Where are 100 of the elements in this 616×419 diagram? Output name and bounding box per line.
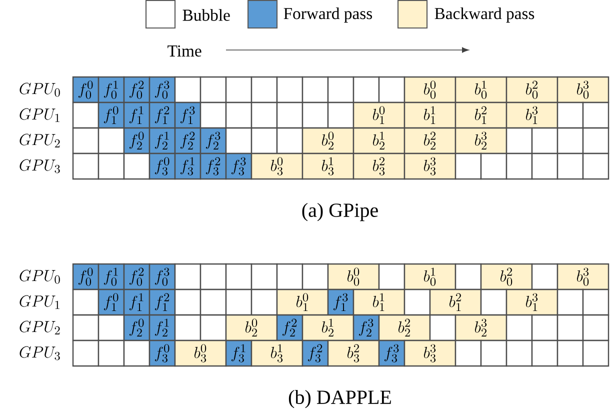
backward-pass-cell: $b_1^1$	[352, 288, 406, 316]
bubble-cell	[378, 263, 406, 290]
forward-pass-cell: $f_3^3$	[378, 340, 406, 367]
backward-pass-cell: $b_3^2$	[327, 340, 380, 367]
backward-pass-cell: $b_1^3$	[506, 288, 558, 316]
forward-pass-cell: $f_1^0$	[98, 288, 125, 316]
backward-pass-cell: $b_2^3$	[454, 127, 508, 154]
row-label: $GPU_1$	[20, 108, 60, 122]
row-label: $GPU_3$	[20, 159, 60, 174]
bubble-cell	[327, 76, 354, 104]
bubble-cell	[98, 152, 125, 180]
legend-label: Bubble	[182, 9, 230, 21]
time-label: Time	[168, 45, 202, 57]
bubble-cell	[174, 263, 202, 290]
forward-pass-cell: $f_2^0$	[123, 314, 150, 342]
bubble-cell	[302, 76, 329, 104]
bubble-cell	[123, 340, 150, 367]
bubble-cell	[404, 288, 431, 316]
forward-pass-cell: $f_1^3$	[327, 288, 354, 316]
backward-pass-cell: $b_3^0$	[174, 340, 227, 367]
bubble-cell	[454, 263, 482, 290]
backward-pass-cell: $b_0^3$	[556, 263, 610, 290]
bubble-cell	[506, 314, 533, 342]
bubble-cell	[225, 102, 252, 129]
backward-pass-cell: $b_1^0$	[276, 288, 329, 316]
forward-pass-cell: $f_2^0$	[123, 127, 150, 154]
bubble-cell	[531, 314, 558, 342]
bubble-cell	[72, 314, 100, 342]
backward-pass-cell: $b_2^2$	[404, 127, 456, 154]
row-label: $GPU_1$	[20, 295, 60, 309]
bubble-cell	[429, 314, 456, 342]
forward-pass-cell: $f_1^2$	[148, 102, 176, 129]
bubble-cell	[200, 263, 227, 290]
backward-pass-cell: $b_1^2$	[454, 102, 508, 129]
forward-pass-cell: $f_0^0$	[72, 263, 100, 290]
bubble-cell	[582, 152, 610, 180]
bubble-cell	[556, 102, 584, 129]
backward-pass-cell: $b_3^2$	[352, 152, 406, 180]
bubble-cell	[174, 314, 202, 342]
bubble-cell	[72, 340, 100, 367]
row-label: $GPU_3$	[20, 346, 60, 360]
bubble-cell	[582, 288, 610, 316]
bubble-cell	[327, 102, 354, 129]
bubble-cell	[556, 314, 584, 342]
bubble-cell	[582, 127, 610, 154]
bubble-cell	[250, 263, 278, 290]
backward-pass-cell: $b_0^2$	[480, 263, 533, 290]
backward-pass-cell: $b_2^2$	[378, 314, 431, 342]
forward-pass-cell: $f_1^3$	[174, 102, 202, 129]
row-label: $GPU_2$	[20, 134, 60, 148]
bubble-cell	[531, 263, 558, 290]
forward-pass-cell: $f_0^1$	[98, 76, 125, 104]
backward-pass-cell: $b_1^3$	[506, 102, 558, 129]
forward-pass-cell: $f_1^2$	[148, 288, 176, 316]
caption: (b) DAPPLE	[288, 390, 391, 408]
forward-pass-cell: $f_0^0$	[72, 76, 100, 104]
caption: (a) GPipe	[302, 202, 378, 222]
legend-label: Forward pass	[284, 7, 372, 23]
bubble-cell	[72, 152, 100, 180]
backward-pass-cell: $b_0^0$	[404, 76, 456, 104]
bubble-cell	[276, 127, 304, 154]
forward-pass-cell: $f_3^1$	[225, 340, 252, 367]
forward-pass-cell: $f_0^1$	[98, 263, 125, 290]
forward-pass-cell: $f_1^1$	[123, 102, 150, 129]
bubble-cell	[531, 340, 558, 367]
backward-pass-cell: $b_2^0$	[302, 127, 354, 154]
bubble-cell	[454, 152, 482, 180]
bubble-cell	[556, 127, 584, 154]
bubble-cell	[225, 127, 252, 154]
bubble-cell	[123, 152, 150, 180]
backward-pass-cell: $b_3^3$	[404, 152, 456, 180]
forward-pass-cell: $f_2^1$	[148, 314, 176, 342]
bubble-cell	[250, 102, 278, 129]
bubble-cell	[352, 76, 380, 104]
bubble-cell	[480, 288, 508, 316]
forward-pass-cell: $f_0^2$	[123, 76, 150, 104]
forward-pass-cell: $f_2^2$	[174, 127, 202, 154]
backward-pass-cell: $b_2^1$	[302, 314, 354, 342]
bubble-cell	[302, 102, 329, 129]
forward-pass-cell: $f_3^2$	[200, 152, 227, 180]
legend-label: Backward pass	[434, 7, 534, 23]
forward-pass-cell: $f_1^0$	[98, 102, 125, 129]
backward-pass-cell: $b_1^2$	[429, 288, 482, 316]
forward-pass-cell: $f_1^1$	[123, 288, 150, 316]
bubble-cell	[556, 288, 584, 316]
bubble-cell	[506, 340, 533, 367]
bubble-cell	[506, 152, 533, 180]
bubble-cell	[200, 76, 227, 104]
bubble-cell	[225, 288, 252, 316]
forward-pass-cell: $f_2^2$	[276, 314, 304, 342]
backward-pass-cell: $b_0^1$	[404, 263, 456, 290]
bubble-cell	[582, 102, 610, 129]
bubble-cell	[582, 314, 610, 342]
row-label: $GPU_2$	[20, 320, 60, 334]
bubble-cell	[276, 102, 304, 129]
backward-pass-cell: $b_0^3$	[556, 76, 610, 104]
row-label: $GPU_0$	[20, 82, 60, 97]
backward-pass-cell: $b_2^0$	[225, 314, 278, 342]
bubble-cell	[200, 102, 227, 129]
forward-pass-cell: $f_2^1$	[148, 127, 176, 154]
